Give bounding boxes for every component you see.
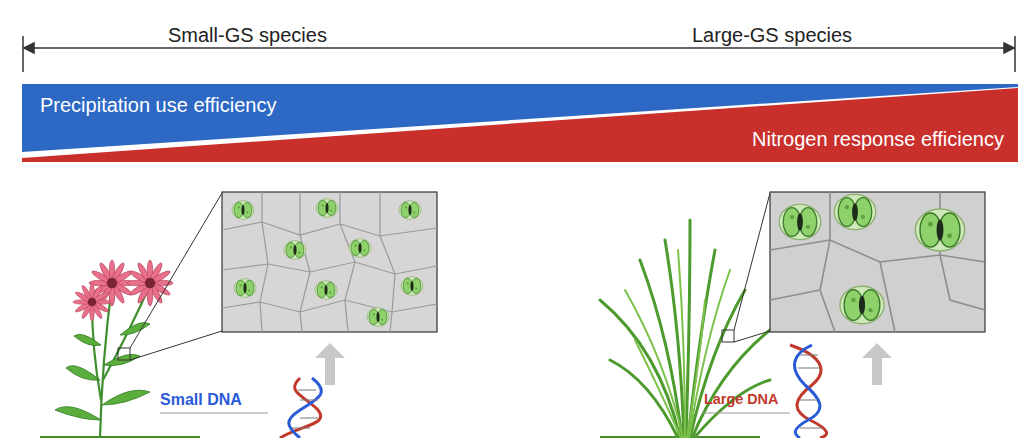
species-label: Large-GS species bbox=[692, 24, 852, 47]
wedge-label: Precipitation use efficiency bbox=[40, 94, 276, 117]
dna-label: Small DNA bbox=[160, 391, 242, 409]
wedge-shape bbox=[22, 86, 1018, 162]
species-label: Small-GS species bbox=[168, 24, 327, 47]
wedge-label: Nitrogen response efficiency bbox=[752, 128, 1004, 151]
efficiency-wedge: Nitrogen response efficiency bbox=[22, 86, 1018, 162]
dna-label: Large DNA bbox=[704, 391, 778, 407]
